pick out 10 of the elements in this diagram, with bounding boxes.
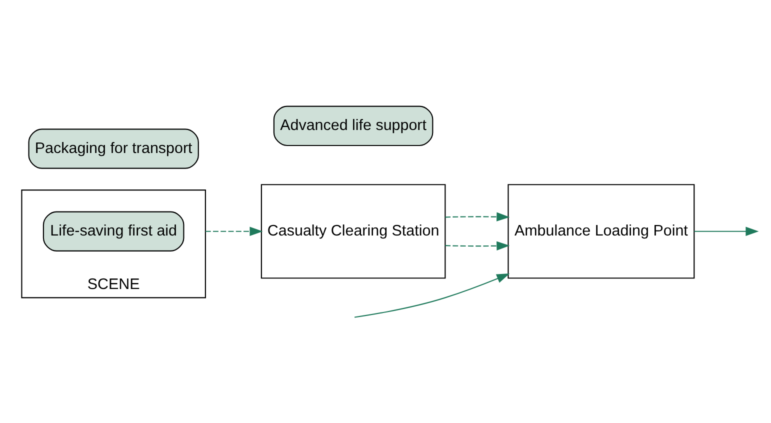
node-box: Ambulance Loading Point — [508, 184, 695, 278]
node-box: Life-saving first aid — [42, 210, 184, 251]
arrow — [445, 240, 510, 250]
node-box: Advanced life support — [273, 105, 434, 146]
arrow — [354, 273, 510, 318]
arrow — [205, 226, 263, 236]
arrow — [445, 212, 510, 221]
node-box: Casualty Clearing Station — [260, 184, 446, 278]
node-box: Packaging for transport — [28, 128, 199, 168]
arrow — [694, 226, 759, 236]
